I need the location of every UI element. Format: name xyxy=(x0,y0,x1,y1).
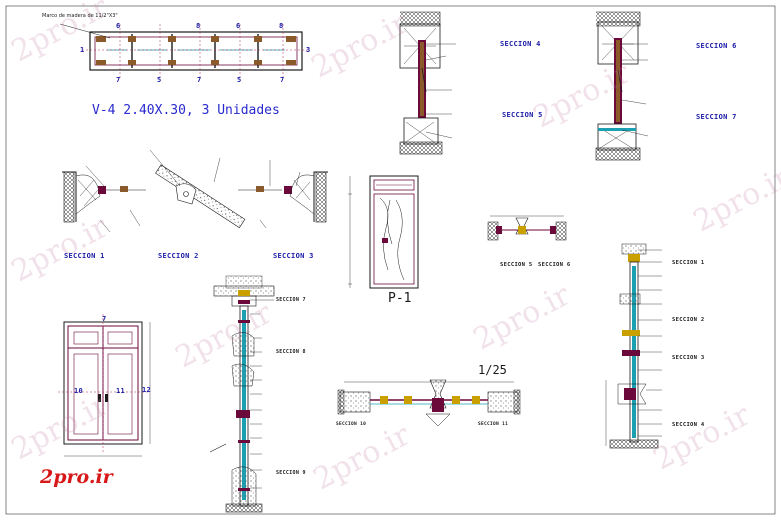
wall-section-a xyxy=(209,275,275,513)
sheet-border xyxy=(5,5,776,515)
section-label: SECCION 7 xyxy=(696,113,737,121)
door-p1 xyxy=(348,175,419,289)
axis-label: 6 xyxy=(236,22,241,30)
section-label: SECCION 6 xyxy=(538,262,571,268)
frame-note: Marco de madera de 11/2"X3" xyxy=(42,13,118,19)
door-mark: 12 xyxy=(142,386,152,394)
axis-label: 3 xyxy=(306,46,311,54)
section-label: SECCION 2 xyxy=(672,317,705,323)
axis-label: 7 xyxy=(116,76,121,84)
plan-section-detail xyxy=(337,379,521,427)
section-label: SECCION 10 xyxy=(336,422,367,427)
section-label: SECCION 3 xyxy=(273,252,314,260)
door-label: P-1 xyxy=(388,291,412,306)
window-plan xyxy=(59,23,310,78)
small-section-detail xyxy=(487,215,567,241)
axis-label: 5 xyxy=(157,76,162,84)
door-mark: 10 xyxy=(74,387,84,395)
section-label: SECCION 3 xyxy=(672,355,705,361)
axis-label: 7 xyxy=(197,76,202,84)
section-label: SECCION 1 xyxy=(64,252,105,260)
brand-logo: 2pro.ir xyxy=(40,466,113,488)
section-details xyxy=(399,11,649,161)
section-label: SECCION 2 xyxy=(158,252,199,260)
section-label: SECCION 1 xyxy=(672,260,705,266)
axis-label: 8 xyxy=(196,22,201,30)
section-label: SECCION 11 xyxy=(478,422,509,427)
section-label: SECCION 9 xyxy=(276,470,306,476)
section-label: SECCION 5 xyxy=(500,262,533,268)
door-mark: 11 xyxy=(116,387,126,395)
scale-label: 1/25 xyxy=(478,363,507,377)
section-label: SECCION 4 xyxy=(672,422,705,428)
section-label: SECCION 8 xyxy=(276,349,306,355)
section-label: SECCION 5 xyxy=(502,111,543,119)
section-label: SECCION 4 xyxy=(500,40,541,48)
axis-label: 5 xyxy=(237,76,242,84)
section-label: SECCION 7 xyxy=(276,297,306,303)
drawing-title: V-4 2.40X.30, 3 Unidades xyxy=(92,103,280,118)
axis-label: 1 xyxy=(80,46,85,54)
axis-label: 8 xyxy=(279,22,284,30)
section-label: SECCION 6 xyxy=(696,42,737,50)
door-mark: 7 xyxy=(102,315,107,323)
axis-label: 7 xyxy=(280,76,285,84)
window-section-detail xyxy=(62,149,328,233)
axis-label: 6 xyxy=(116,22,121,30)
wall-section-b xyxy=(605,243,662,449)
double-door-elevation xyxy=(58,314,151,457)
